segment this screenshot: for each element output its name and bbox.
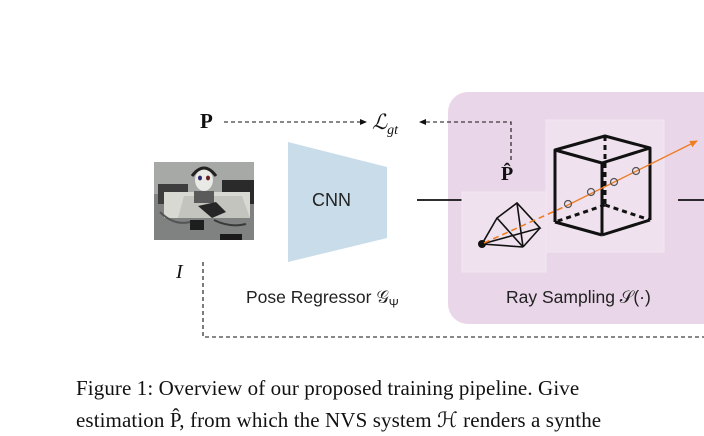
loss-subscript: gt [387,123,399,139]
sample-point [631,166,641,176]
cnn-label: CNN [312,190,351,210]
caption-line-1: Figure 1: Overview of our proposed train… [76,376,580,400]
camera-center-dot [478,240,486,248]
pose-regressor-text: Pose Regressor 𝒢 [246,287,389,307]
sample-point [609,177,619,187]
camera-ray [565,140,698,207]
camera-frustum [480,201,542,248]
sample-point [586,187,596,197]
caption-line-2: estimation P̂, from which the NVS system… [76,408,602,432]
sampling-cube [553,134,652,237]
pose-regressor-label: Pose Regressor 𝒢Ψ [246,287,399,311]
loss-symbol: ℒ [372,110,388,134]
gt-pose-label: P [200,109,213,133]
camera-inset-box [461,191,547,273]
est-pose-to-loss-arrow [419,119,512,160]
ray-sampling-label: Ray Sampling 𝒮(·) [506,287,651,307]
sample-point [563,199,573,209]
camera-ray-dashed [483,205,567,244]
input-image-picture [154,162,254,240]
pose-regressor-subscript: Ψ [388,296,399,311]
input-image-label: I [176,261,183,283]
loss-label: ℒgt [372,110,398,139]
estimated-pose-label: P̂ [501,163,514,185]
ray-sample-points [563,166,641,209]
cnn-block [288,142,387,262]
input-image [154,162,254,240]
image-feedback-dashed-line [202,262,704,338]
figure-caption: Figure 1: Overview of our proposed train… [76,372,704,436]
